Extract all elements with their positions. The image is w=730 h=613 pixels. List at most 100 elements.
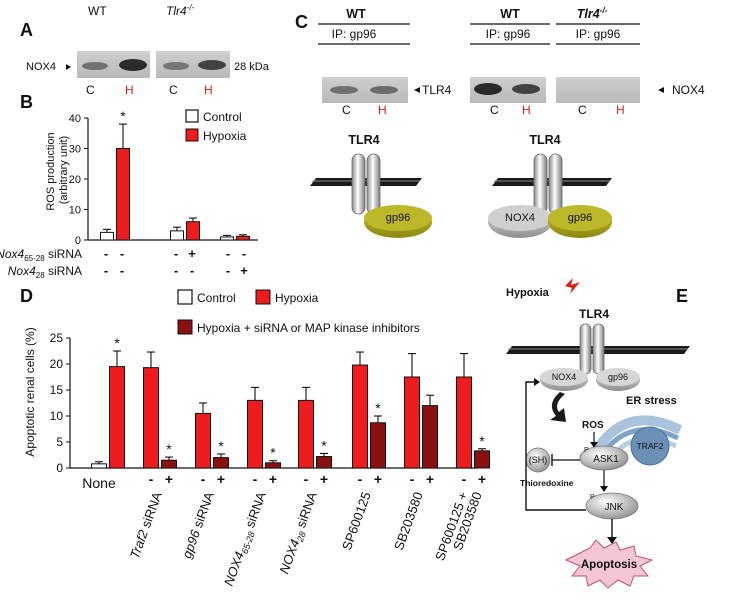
legend-d-control-swatch	[177, 289, 193, 305]
lane-a-3: C	[169, 83, 178, 97]
chart-d-category-label: SB203580	[391, 490, 426, 552]
pathway-jnk-p: P	[590, 494, 595, 501]
band-c1-c	[330, 86, 358, 94]
tlr4-helix-icon	[351, 153, 366, 215]
chart-d-significance: *	[114, 335, 120, 351]
pathway-hypoxia-label: Hypoxia	[506, 287, 550, 299]
lane-c-5: C	[578, 103, 587, 117]
panel-a-band-label: NOX4	[26, 61, 56, 73]
panel-c-nox4-band: NOX4	[672, 83, 705, 97]
pathway-ask1-label: ASK1	[593, 454, 619, 465]
panel-letter-e: E	[676, 286, 688, 306]
chart-d-bar	[265, 462, 281, 469]
chart-d-significance: *	[166, 441, 172, 457]
band-c2-c	[474, 83, 502, 95]
sirna-row-label: Nox465-28 siRNA	[0, 247, 82, 263]
panel-d: D Apoptotic renal cells (%) 0510152025**…	[20, 286, 490, 589]
sirna-row-value: -	[190, 263, 194, 278]
band-c1-h	[370, 86, 398, 94]
chart-d-plus: +	[426, 471, 434, 487]
legend-b-hypoxia-label: Hypoxia	[203, 129, 247, 143]
chart-d-significance: *	[375, 400, 381, 416]
panel-c-ko-label: Tlr4-/-	[577, 6, 608, 21]
chart-d-category-label: None	[82, 475, 116, 491]
chart-b-ytick-label: 30	[69, 144, 81, 156]
legend-d-hypoxia-label: Hypoxia	[275, 291, 319, 305]
lane-a-4: H	[204, 83, 213, 97]
chart-d-bar	[298, 399, 314, 469]
chart-d-category-label: Traf2 siRNA	[127, 490, 165, 561]
chart-d-ytick-label: 20	[50, 357, 64, 371]
panel-a: A WT Tlr4-/- NOX4 28 kDa C H C H	[20, 3, 270, 97]
lane-a-2: H	[125, 83, 134, 97]
chart-d-bar	[370, 422, 386, 469]
sirna-row-value: -	[104, 246, 108, 261]
lane-c-4: H	[522, 103, 531, 117]
curved-arrow-icon	[550, 392, 566, 422]
chart-b-bar	[100, 231, 114, 241]
pathway-traf2-label: TRAF2	[637, 441, 664, 451]
lightning-icon	[565, 278, 580, 294]
sirna-row-value: -	[174, 246, 178, 261]
chart-d-plus: +	[320, 471, 328, 487]
chart-d-bar	[109, 366, 125, 469]
chart-b-bar	[186, 221, 200, 241]
schematic-left-receptor: TLR4	[348, 133, 379, 147]
pathway-er-stress-label: ER stress	[626, 395, 677, 407]
chart-d-minus: -	[462, 471, 467, 487]
band-ko-c	[163, 62, 189, 70]
sirna-row-value: -	[226, 246, 230, 261]
panel-letter-c: C	[295, 12, 308, 32]
panel-b: B ROS production (arbitrary unit) 010203…	[0, 92, 258, 280]
chart-d-bar	[316, 456, 332, 469]
chart-d-ytick-label: 5	[56, 435, 63, 449]
sirna-row-value: +	[188, 246, 196, 261]
pathway-ros-label: ROS	[582, 420, 604, 431]
feedback-arrow	[525, 381, 586, 511]
chart-d-minus: -	[410, 471, 415, 487]
lane-c-2: H	[378, 103, 387, 117]
legend-b-control-swatch	[185, 109, 199, 123]
chart-b-ytick-label: 10	[69, 205, 81, 217]
sirna-row-value: -	[120, 263, 124, 278]
tlr4-helix-icon	[579, 323, 592, 375]
chart-d-ylabel: Apoptotic renal cells (%)	[23, 327, 37, 456]
pathway-sh-label: (SH)	[529, 455, 548, 465]
chart-d-bar	[456, 376, 472, 469]
chart-d-bar	[404, 376, 420, 469]
lane-c-3: C	[490, 103, 499, 117]
chart-d-significance: *	[479, 433, 485, 449]
chart-d-category-label: NOX465-28 siRNA	[221, 490, 271, 589]
sirna-row-value: -	[120, 246, 124, 261]
panel-c-wt-label-1: WT	[346, 7, 366, 21]
panel-c-ip-3: IP: gp96	[576, 27, 621, 41]
sirna-row-value: -	[226, 263, 230, 278]
pathway-nox4-label: NOX4	[552, 372, 577, 382]
blot-c3	[556, 77, 640, 103]
schematic-tlr4-nox4-gp96: TLR4 NOX4 gp96	[488, 133, 612, 238]
legend-d-hypoxia-swatch	[255, 289, 271, 305]
chart-b-bar	[116, 148, 130, 241]
chart-d-significance: *	[218, 438, 224, 454]
panel-a-wt-label: WT	[88, 4, 107, 18]
pathway-gp96-label: gp96	[608, 372, 628, 382]
chart-b-ylabel: ROS production (arbitrary unit)	[45, 129, 70, 210]
chart-d-minus: -	[358, 471, 363, 487]
tlr4-helix-icon	[533, 153, 548, 215]
panel-e: E Hypoxia TLR4 NOX4 gp96 ER stress TRAF2…	[506, 278, 690, 589]
lane-c-6: H	[616, 103, 625, 117]
chart-b-ytick-label: 20	[69, 174, 81, 186]
pathway-apoptosis-label: Apoptosis	[581, 559, 637, 571]
panel-letter-d: D	[20, 286, 33, 306]
legend-d-control-label: Control	[197, 291, 236, 305]
schematic-left-partner: gp96	[386, 212, 410, 224]
panel-a-size-label: 28 kDa	[234, 61, 270, 73]
band-arrow-icon	[66, 64, 71, 70]
lane-c-1: C	[342, 103, 351, 117]
chart-d-bar	[161, 459, 177, 469]
chart-d-bar	[247, 399, 263, 469]
chart-d-bar	[143, 367, 159, 469]
panel-c-ip-2: IP: gp96	[486, 27, 531, 41]
